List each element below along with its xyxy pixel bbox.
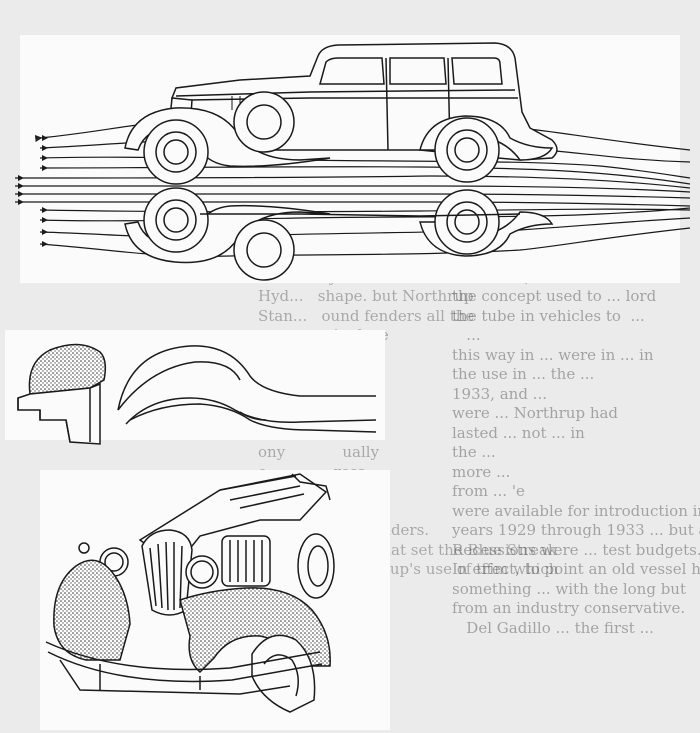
radiator-grille (141, 529, 193, 616)
side-spare-wheel (297, 533, 335, 599)
background-text-right-line: the ... (452, 443, 501, 461)
background-text-middle-line: Stan... ound fenders all the (258, 306, 475, 325)
background-text-right-line: In effect, to point an old vessel hull (452, 560, 700, 578)
shaded-fender-section (28, 343, 107, 395)
front-wheel (143, 119, 209, 185)
background-text-middle-line: ony ually (258, 443, 380, 461)
background-text-right-line: years 1929 through 1933 ... but after (452, 521, 700, 539)
background-text-right-line: this way in ... were in ... in (452, 345, 654, 364)
background-text-right-line: the concept used to ... lord (452, 287, 657, 305)
background-text-right-line: something ... with the long but (452, 579, 686, 598)
background-text-right-line: from an industry conservative. (452, 599, 686, 617)
background-text-column-middle: TeerThee ... ly that creaHyd... shape. b… (258, 248, 558, 580)
background-text-right-line: the use in ... the ... (452, 365, 595, 383)
sedan-streamline-figure (14, 35, 691, 283)
background-text-right-line: ... (452, 326, 486, 344)
background-text-right-line: the tube in vehicles to ... (452, 306, 650, 325)
background-text-column-right: Blue in that ready ... stylists atomorro… (452, 248, 700, 638)
spare-wheel (233, 91, 295, 153)
background-text-right-line: Del Gadillo ... the first ... (452, 618, 654, 637)
background-text-right-line: lasted ... not ... in (452, 423, 585, 442)
fender-sweep-lower (125, 397, 377, 425)
rear-wheel (434, 117, 500, 183)
fender-profile-figure (5, 330, 385, 445)
background-text-right-line: from ... 'e (452, 482, 525, 500)
flow-arrowheads (18, 135, 48, 247)
left-shaded-fender (53, 559, 131, 661)
front-right-wheel (251, 634, 316, 713)
background-text-right-line: were ... Northrup had (452, 404, 619, 422)
front-bumper (45, 641, 323, 690)
background-text-middle-line: Hyd... shape. but Northrup (258, 287, 474, 305)
background-text-right-line: Recessions were ... test budgets. (452, 540, 700, 559)
fender-sweep-upper (117, 345, 376, 411)
hood-louvres (221, 535, 271, 587)
sedan-mirror-underside (124, 187, 554, 281)
background-text-right-line: 1933, and ... (452, 384, 552, 403)
background-text-right-line: were available for introduction in the (452, 501, 700, 520)
background-text-right-line: more ... (452, 462, 516, 481)
car-front-figure (40, 470, 390, 730)
